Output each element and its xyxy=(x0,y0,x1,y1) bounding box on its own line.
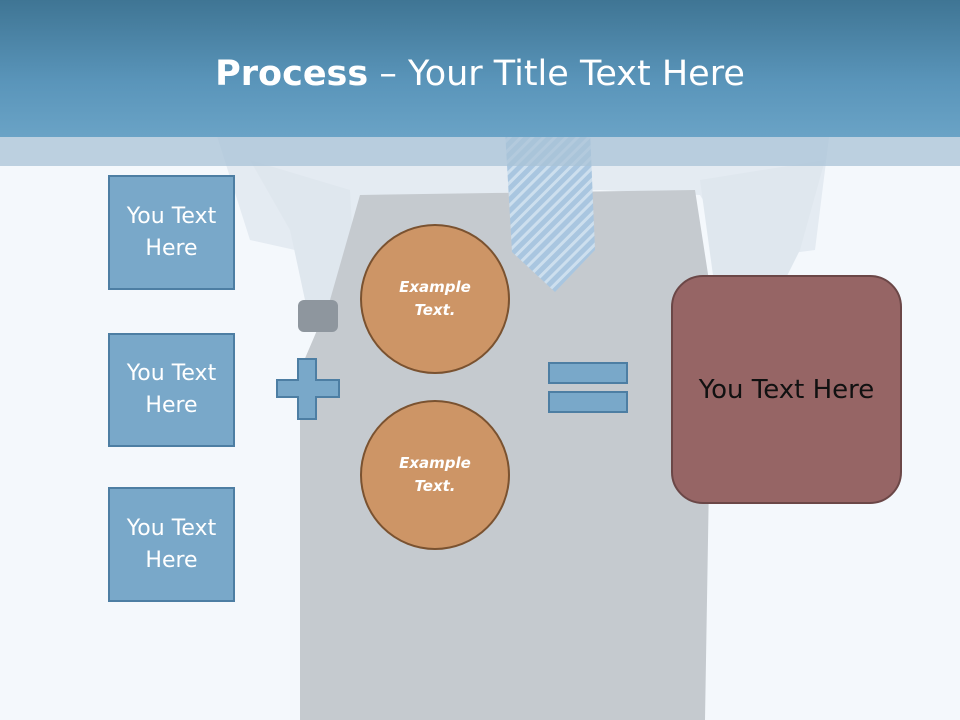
title-bold: Process xyxy=(215,54,369,94)
plus-icon xyxy=(276,358,340,420)
header-band xyxy=(0,137,960,166)
result-label: You Text Here xyxy=(698,374,875,405)
circle-label: Example Text. xyxy=(399,278,471,319)
circle-label: Example Text. xyxy=(399,454,471,495)
input-box-label: You Text Here xyxy=(126,361,217,418)
input-box-1: You Text Here xyxy=(108,175,235,290)
header-bar xyxy=(0,0,960,137)
input-box-label: You Text Here xyxy=(126,515,217,573)
equals-icon xyxy=(548,362,628,413)
input-box-2: You Text Here xyxy=(108,333,235,447)
example-circle-1: Example Text. xyxy=(360,224,510,374)
input-box-label: You Text Here xyxy=(126,203,217,261)
example-circle-2: Example Text. xyxy=(360,400,510,550)
title-rest: – Your Title Text Here xyxy=(368,54,745,94)
result-box: You Text Here xyxy=(671,275,902,504)
input-box-3: You Text Here xyxy=(108,487,235,602)
slide-title: Process – Your Title Text Here xyxy=(0,52,960,96)
